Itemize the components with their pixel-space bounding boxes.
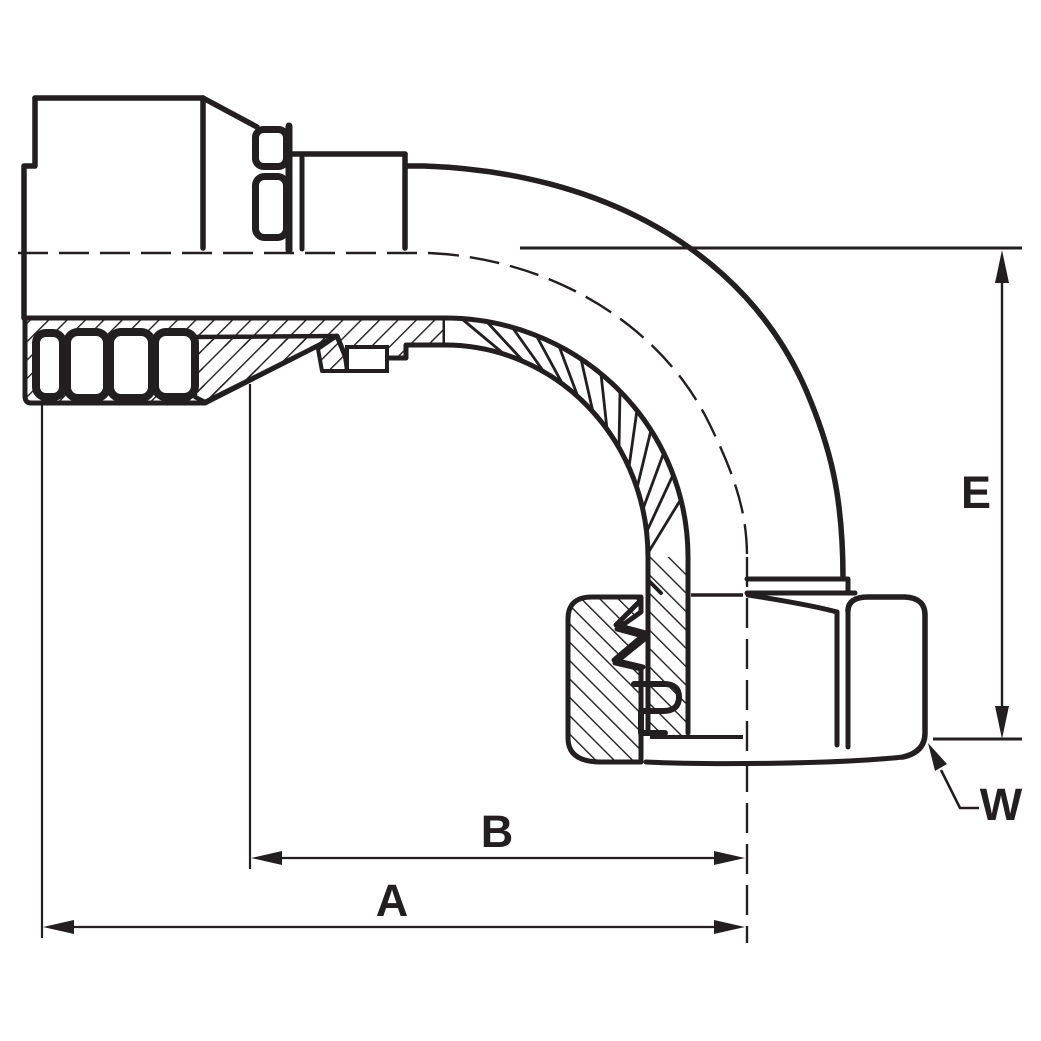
centerlines: [18, 251, 749, 943]
tube-wall-inner-arc: [442, 315, 691, 736]
serration-tooth: [63, 328, 111, 402]
dim-label-e: E: [961, 467, 991, 518]
hose-socket-section: [22, 315, 448, 406]
e-arrow-up: [995, 250, 1009, 283]
nipple-barb-section: [316, 334, 349, 373]
w-leader-line: [939, 769, 979, 810]
tube-annulus-fill: [445, 318, 688, 577]
tube-outer-curve: [403, 163, 846, 581]
nipple-groove: [345, 345, 389, 373]
dim-label-b: B: [481, 806, 514, 857]
socket-left-steps: [21, 95, 38, 321]
w-callout: W: [928, 743, 1023, 830]
tube-nut-step: [646, 578, 663, 595]
thread-zigzag: [611, 597, 649, 670]
thread-profile: [631, 681, 682, 736]
serration-tooth: [32, 329, 67, 401]
serration-tooth: [151, 328, 199, 401]
hose-socket-exterior: [21, 95, 846, 581]
tube-annulus-hatch: [461, 317, 683, 554]
dimension-b: B: [248, 384, 745, 869]
b-arrow-left: [251, 851, 282, 865]
dimension-e: E: [933, 250, 1022, 741]
nut-chamfer-curve: [745, 592, 840, 615]
serration-tooth: [106, 328, 156, 402]
tube-wall-outer-arc: [442, 342, 651, 736]
dim-label-w: W: [980, 779, 1023, 830]
elbow-tube-wall-section: [442, 315, 691, 736]
thread-ridge: [252, 126, 290, 170]
a-arrow-right: [714, 920, 745, 934]
nut-bottom-silhouette: [643, 754, 906, 767]
hex-corner-barrel: [845, 594, 928, 760]
centerline-bend-arc: [428, 251, 749, 558]
socket-shoulder: [200, 95, 260, 130]
b-arrow-right: [714, 851, 745, 865]
nipple-cone-section: [192, 333, 340, 405]
nut-flange-top: [744, 576, 851, 596]
nut-body-section: [565, 594, 650, 765]
a-arrow-left: [43, 920, 74, 934]
swivel-nut-exterior: [643, 576, 928, 767]
w-leader-arrow: [928, 743, 947, 771]
e-arrow-down: [995, 706, 1009, 739]
swivel-nut-section: [565, 593, 743, 765]
dimension-a: A: [40, 401, 745, 938]
dim-label-a: A: [376, 875, 409, 926]
thread-ridge: [252, 173, 290, 241]
socket-serrations: [32, 328, 199, 402]
